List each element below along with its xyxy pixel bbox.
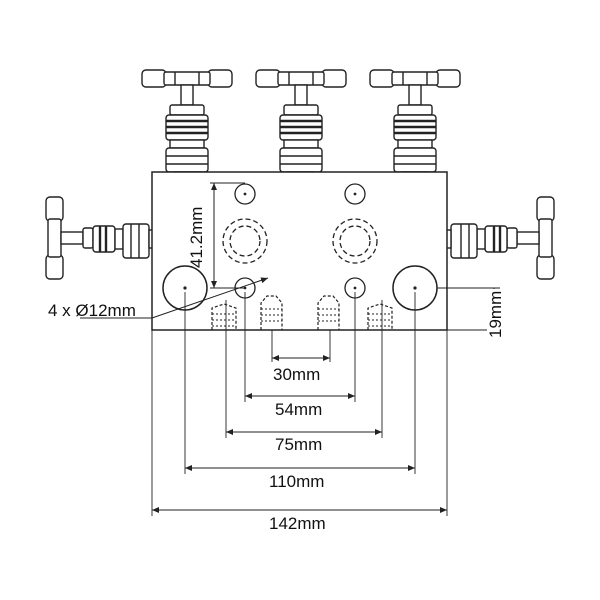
- hole-callout-leader: [80, 277, 269, 319]
- hole-callout-label: 4 x Ø12mm: [48, 301, 136, 320]
- dimension-142mm-label: 142mm: [267, 514, 328, 533]
- extension-lines: [151, 182, 500, 516]
- top-valve-right: [369, 69, 461, 185]
- top-valve-center: [255, 69, 347, 185]
- internal-ports-hidden: [222, 218, 378, 264]
- dimension-30mm-label: 30mm: [271, 365, 323, 384]
- dimension-54mm-label: 54mm: [273, 400, 325, 419]
- dimension-75mm-label: 75mm: [273, 435, 325, 454]
- dimension-110mm-label: 110mm: [267, 472, 327, 491]
- dimension-19mm-label: 19mm: [486, 288, 505, 340]
- side-valve-left: [45, 196, 156, 280]
- dimension-41-2mm-label: 41.2mm: [187, 206, 206, 268]
- side-valve-right: [444, 196, 555, 280]
- dimension-lines: [152, 183, 497, 513]
- bottom-threaded-ports: [211, 295, 393, 330]
- top-valve-left: [141, 69, 233, 185]
